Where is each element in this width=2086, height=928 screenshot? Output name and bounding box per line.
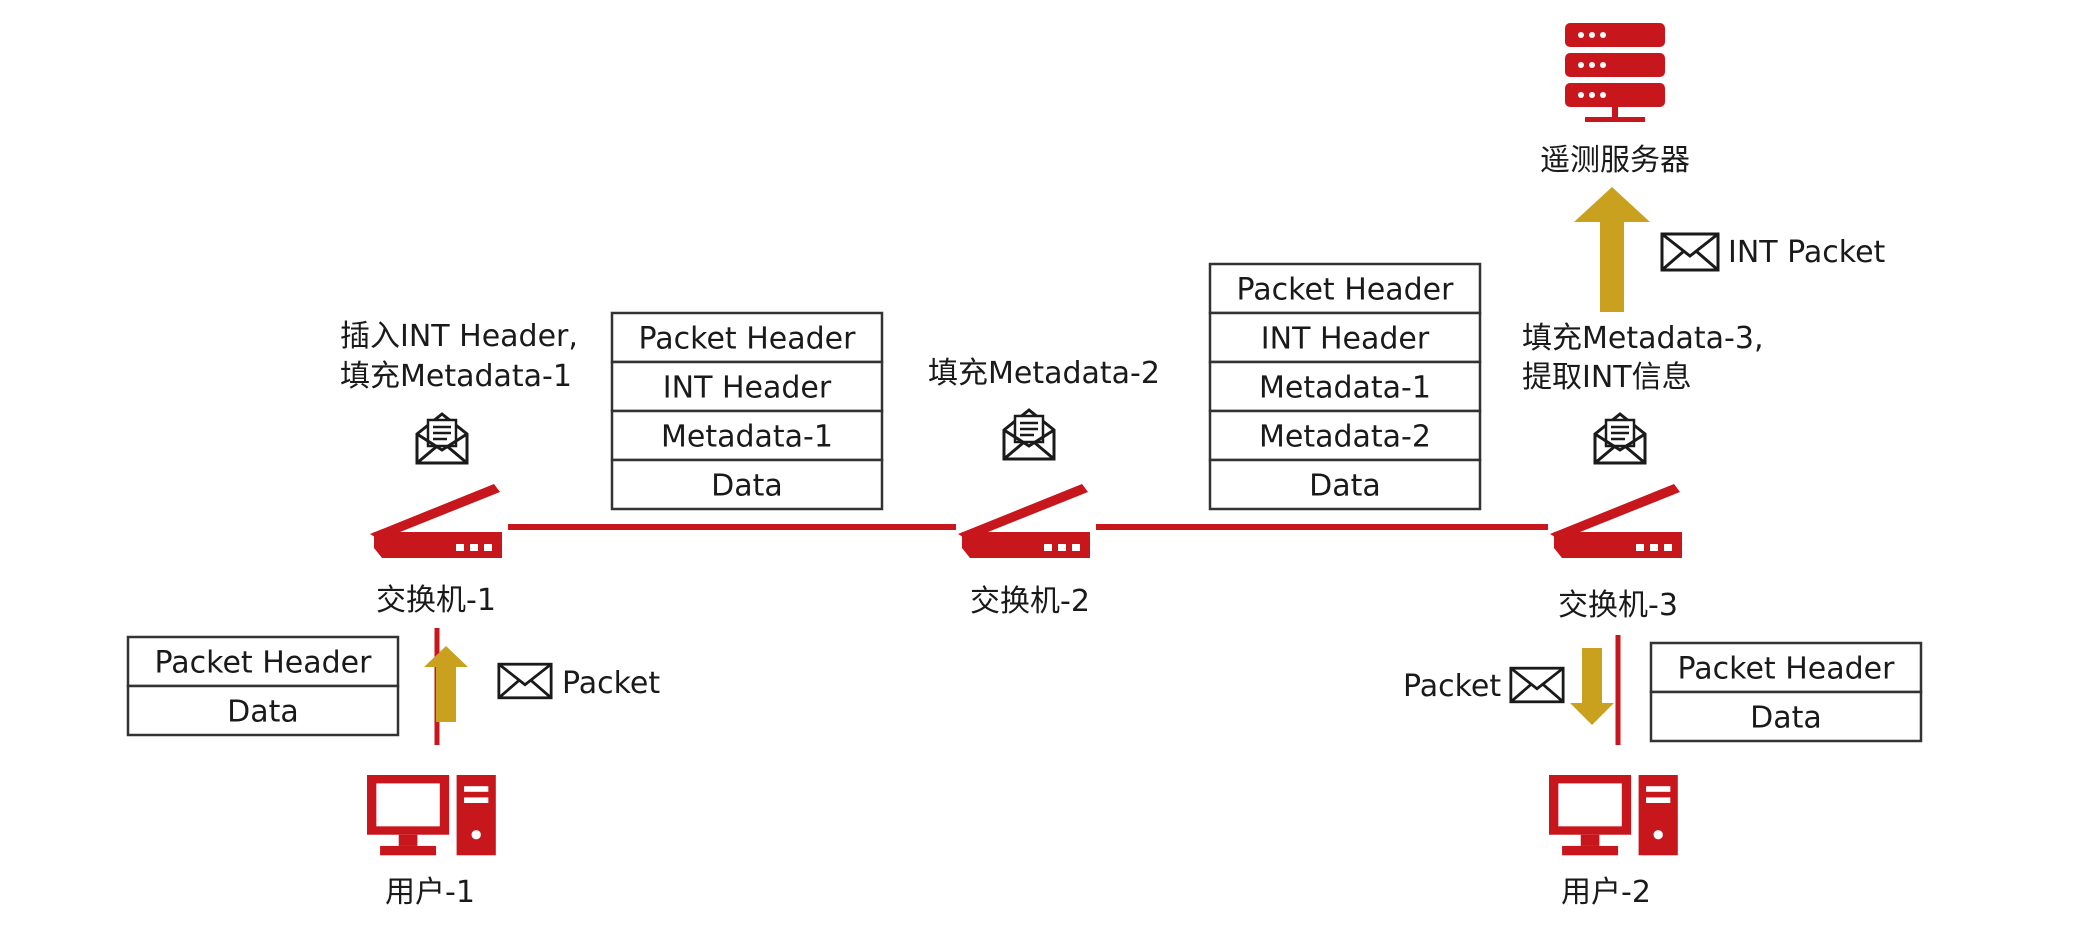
envelope-icon [1660,232,1720,272]
packet-field-cell [1208,262,1482,315]
switch3-note-line2: 提取INT信息 [1522,360,1692,395]
switch3-note-line1: 填充Metadata-3, [1522,321,1764,356]
user1-label: 用户-1 [385,875,475,910]
packet-out-label: Packet [1403,669,1501,704]
desktop-computer-icon [367,775,496,856]
packet-field-label: Packet Header [1678,652,1896,687]
packet-field-label: Data [1750,701,1822,736]
envelope-icon [1509,666,1565,704]
switch2-label: 交换机-2 [970,584,1090,619]
switch2-note-line1: 填充Metadata-2 [928,356,1160,391]
packet-field-label: Metadata-1 [1259,371,1431,406]
packet-field-label: INT Header [1261,322,1430,357]
down-arrow-icon [1570,648,1614,725]
switch1-label: 交换机-1 [376,583,496,618]
switch-icon [1550,484,1682,558]
open-envelope-icon [415,412,469,465]
switch-icon [958,484,1090,558]
packet-field-cell [1208,458,1482,511]
packet-field-cell [1208,360,1482,413]
packet-field-cell [610,458,884,511]
server-rack-icon [1565,23,1665,122]
packet-in-label: Packet [562,666,660,701]
packet-field-label: Data [1309,469,1381,504]
packet-field-cell [1649,641,1923,694]
packet-field-cell [1649,690,1923,743]
server-label: 遥测服务器 [1540,143,1690,178]
switch1-note-line1: 插入INT Header, [340,319,578,354]
packet-field-label: INT Header [663,371,832,406]
up-arrow-icon [424,646,468,722]
switch1-note-line2: 填充Metadata-1 [340,359,572,394]
envelope-icon [497,662,553,700]
switch-icon [370,484,502,558]
user2-label: 用户-2 [1561,875,1651,910]
packet-field-cell [1208,409,1482,462]
desktop-computer-icon [1549,775,1678,856]
packet-field-cell [610,311,884,364]
packet-field-cell [126,684,400,737]
packet-field-label: Data [227,695,299,730]
packet-field-cell [126,635,400,688]
open-envelope-icon [1593,412,1647,465]
open-envelope-icon [1002,408,1056,461]
packet-field-label: Packet Header [639,322,857,357]
int-packet-label: INT Packet [1728,235,1886,270]
packet-field-cell [610,409,884,462]
up-arrow-to-server-icon [1574,187,1650,312]
packet-field-label: Packet Header [1237,273,1455,308]
packet-field-label: Metadata-2 [1259,420,1431,455]
packet-field-label: Data [711,469,783,504]
packet-field-cell [1208,311,1482,364]
packet-field-label: Metadata-1 [661,420,833,455]
switch3-label: 交换机-3 [1558,588,1678,623]
packet-field-label: Packet Header [155,646,373,681]
